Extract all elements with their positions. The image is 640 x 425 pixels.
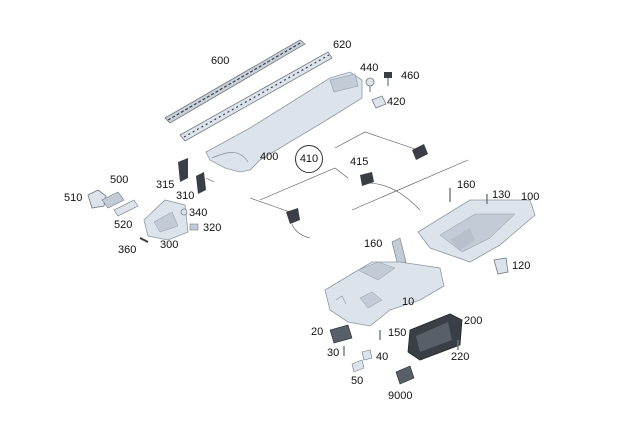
callout-220[interactable]: 220 bbox=[451, 351, 470, 363]
callout-420[interactable]: 420 bbox=[387, 96, 406, 108]
part-40-clip[interactable] bbox=[361, 349, 373, 361]
part-300-panel[interactable] bbox=[143, 199, 189, 241]
part-310-bracket[interactable] bbox=[196, 172, 215, 194]
part-520-strip[interactable] bbox=[113, 199, 139, 217]
part-510-cover[interactable] bbox=[87, 189, 107, 209]
callout-20[interactable]: 20 bbox=[311, 326, 324, 338]
part-600-trim-strip[interactable] bbox=[164, 39, 306, 124]
callout-160-upper[interactable]: 160 bbox=[457, 179, 476, 191]
part-360-screw[interactable] bbox=[139, 237, 149, 243]
callout-520[interactable]: 520 bbox=[114, 219, 133, 231]
callout-200[interactable]: 200 bbox=[464, 315, 483, 327]
callout-30[interactable]: 30 bbox=[327, 347, 340, 359]
part-410-sensor-group[interactable] bbox=[249, 131, 469, 239]
callout-315[interactable]: 315 bbox=[156, 179, 175, 191]
callout-410[interactable]: 410 bbox=[295, 145, 323, 173]
part-9000-part[interactable] bbox=[395, 365, 415, 385]
callout-440[interactable]: 440 bbox=[360, 62, 379, 74]
part-440-clip[interactable] bbox=[365, 77, 375, 92]
part-20-block[interactable] bbox=[329, 324, 353, 344]
callout-500[interactable]: 500 bbox=[110, 174, 129, 186]
part-460-screw[interactable] bbox=[384, 72, 392, 86]
part-620-trim-strip[interactable] bbox=[179, 51, 333, 142]
callout-400[interactable]: 400 bbox=[260, 151, 279, 163]
callout-130[interactable]: 130 bbox=[492, 189, 511, 201]
part-320-clip[interactable] bbox=[189, 223, 199, 231]
part-200-unit[interactable] bbox=[407, 313, 463, 361]
callout-50[interactable]: 50 bbox=[351, 375, 364, 387]
part-315-bracket[interactable] bbox=[178, 158, 188, 182]
part-160b-bolt[interactable] bbox=[391, 237, 407, 267]
callout-40[interactable]: 40 bbox=[376, 351, 389, 363]
part-50-clip[interactable] bbox=[351, 359, 365, 373]
part-500-strip[interactable] bbox=[101, 191, 125, 209]
callout-9000[interactable]: 9000 bbox=[388, 390, 413, 402]
part-420-bracket[interactable] bbox=[371, 95, 387, 109]
part-120-bracket[interactable] bbox=[493, 257, 509, 275]
callout-510[interactable]: 510 bbox=[64, 192, 83, 204]
callout-160-lower[interactable]: 160 bbox=[364, 238, 383, 250]
callout-150[interactable]: 150 bbox=[388, 327, 407, 339]
part-400-dashboard-cover[interactable] bbox=[205, 71, 363, 173]
callout-120[interactable]: 120 bbox=[512, 260, 531, 272]
part-100-tray[interactable] bbox=[417, 199, 536, 263]
callout-600[interactable]: 600 bbox=[211, 55, 230, 67]
callout-100[interactable]: 100 bbox=[521, 191, 540, 203]
callout-460[interactable]: 460 bbox=[401, 70, 420, 82]
callout-310[interactable]: 310 bbox=[176, 190, 195, 202]
callout-300[interactable]: 300 bbox=[160, 239, 179, 251]
part-10-carrier[interactable] bbox=[324, 261, 445, 327]
callout-10[interactable]: 10 bbox=[402, 296, 415, 308]
callout-320[interactable]: 320 bbox=[203, 222, 222, 234]
callout-415[interactable]: 415 bbox=[350, 156, 369, 168]
part-340-clip[interactable] bbox=[180, 208, 188, 216]
callout-360[interactable]: 360 bbox=[118, 244, 137, 256]
callout-620[interactable]: 620 bbox=[333, 39, 352, 51]
callout-340[interactable]: 340 bbox=[189, 207, 208, 219]
